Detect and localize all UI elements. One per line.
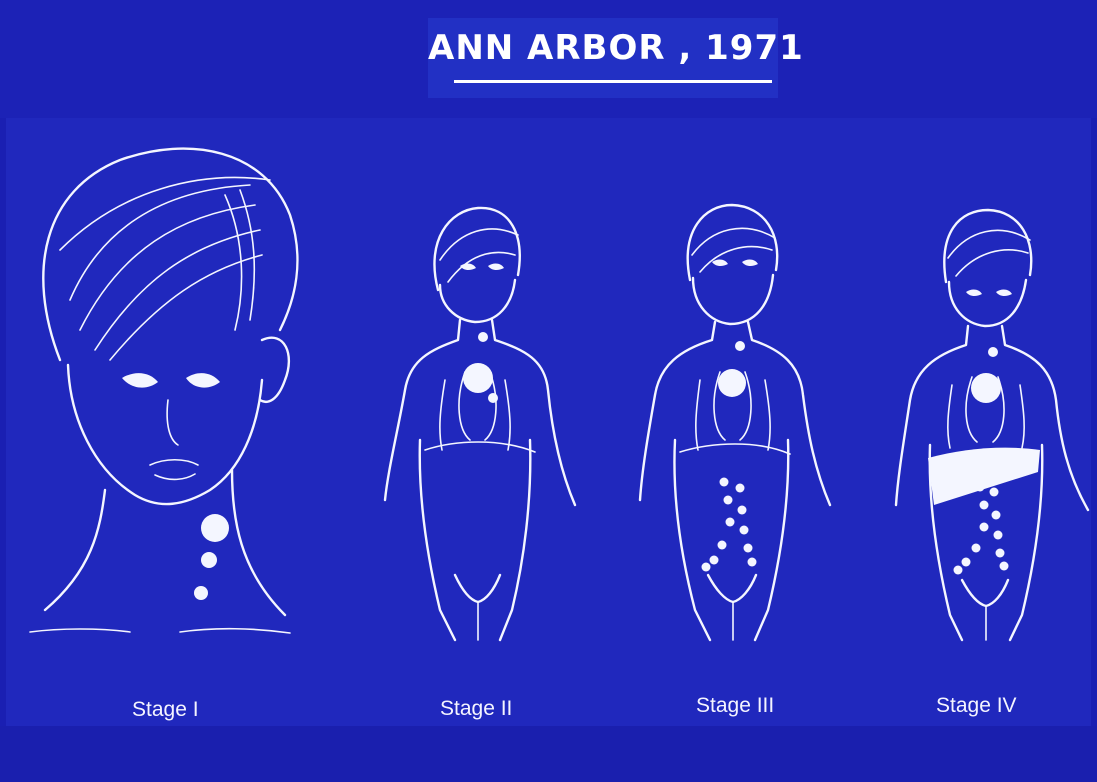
stage-4-label: Stage IV	[936, 694, 1017, 718]
stage-1-head-figure	[30, 149, 297, 633]
stage-4-body-figure	[896, 210, 1088, 640]
stage-2-body-figure	[385, 208, 575, 640]
stage-3-label: Stage III	[696, 694, 774, 718]
stage-3-body-figure	[640, 205, 830, 640]
stage-1-label: Stage I	[132, 698, 199, 722]
stage-2-label: Stage II	[440, 697, 512, 721]
